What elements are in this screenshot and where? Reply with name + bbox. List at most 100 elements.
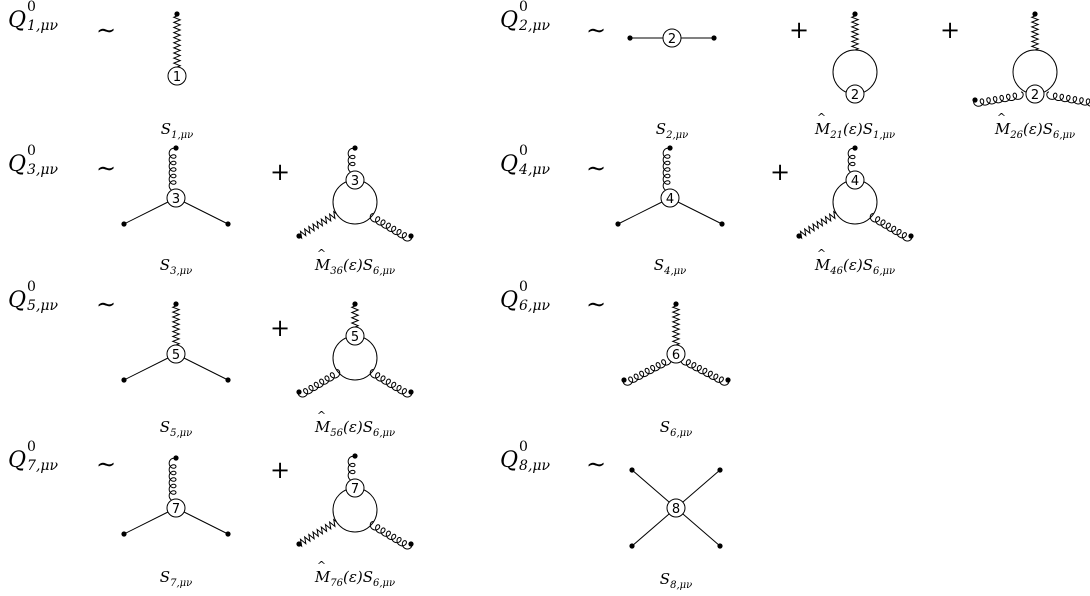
operator-subscript: 8,μν: [519, 458, 551, 474]
external-point: [717, 543, 723, 549]
operator-symbol: Q: [8, 8, 27, 33]
operator-superscript: 0: [519, 439, 528, 455]
gluon-line: [622, 356, 672, 386]
plus-sign: +: [270, 158, 291, 186]
caption-matrix: M: [995, 111, 1010, 138]
external-point: [296, 233, 302, 239]
caption-coefficient: (ε)S: [342, 256, 373, 274]
term-caption: S2,μν: [656, 120, 689, 141]
external-point: [408, 233, 414, 239]
photon-line: [671, 305, 681, 346]
external-point: [173, 145, 179, 151]
vertex-number: 4: [666, 192, 674, 207]
caption-subscript: 5,μν: [170, 428, 193, 439]
caption-subscript: 6,μν: [670, 428, 693, 439]
vertex-number: 1: [173, 70, 181, 85]
fermion-line: [183, 201, 229, 225]
external-point: [173, 455, 179, 461]
term-caption: S7,μν: [159, 568, 192, 589]
caption-matrix-index: 76: [330, 578, 343, 589]
operator-symbol: Q: [8, 152, 27, 177]
vertex-number: 3: [172, 192, 180, 207]
operator-symbol: Q: [8, 288, 27, 313]
term-caption: S5,μν: [160, 418, 193, 439]
vertex-number: 4: [851, 174, 859, 189]
external-point: [225, 531, 231, 537]
operator-symbol: Q: [8, 448, 27, 473]
term-caption: M36(ε)S6,μν: [315, 247, 396, 277]
similar-sign: ∼: [586, 450, 607, 478]
operator-vertex: [345, 326, 365, 346]
term-caption: M21(ε)S1,μν: [815, 111, 896, 141]
operator-vertex: [167, 66, 187, 86]
vertex-number: 5: [172, 348, 180, 363]
photon-line: [850, 15, 860, 51]
term-caption: S1,μν: [160, 120, 194, 141]
gluon-line: [869, 213, 913, 242]
operator-superscript: 0: [519, 0, 528, 15]
operator-superscript: 0: [519, 279, 528, 295]
plus-sign: +: [270, 456, 291, 484]
external-point: [667, 145, 673, 151]
caption-subscript: 6,μν: [373, 266, 396, 277]
external-point: [673, 301, 679, 307]
external-point: [629, 467, 635, 473]
caption-subscript: 3,μν: [170, 266, 193, 277]
external-point: [352, 453, 358, 459]
operator-indices: 0 8,μν: [518, 439, 556, 476]
gluon-line: [369, 213, 413, 242]
gluon-line: [347, 455, 356, 482]
caption-symbol: S: [659, 570, 671, 588]
caption-matrix-index: 46: [830, 266, 843, 277]
caption-subscript: 8,μν: [670, 580, 693, 591]
caption-matrix-index: 36: [330, 266, 343, 277]
operator-vertex: [845, 84, 865, 104]
photon-line: [172, 15, 182, 68]
caption-symbol: S: [659, 418, 671, 436]
caption-matrix-index: 26: [1010, 130, 1023, 141]
external-point: [173, 301, 179, 307]
caption-coefficient: (ε)S: [342, 568, 373, 586]
operator-vertex: [166, 344, 186, 364]
gluon-line: [168, 457, 177, 502]
caption-subscript: 2,μν: [666, 130, 689, 141]
operator-vertex: [845, 170, 865, 190]
external-point: [225, 221, 231, 227]
external-point: [852, 145, 858, 151]
external-point: [615, 221, 621, 227]
term-caption: S8,μν: [659, 570, 693, 591]
gluon-line: [297, 369, 341, 398]
fermion-line: [631, 513, 670, 547]
external-point: [621, 377, 627, 383]
caption-subscript: 1,μν: [873, 130, 896, 141]
operator-symbol: Q: [500, 288, 519, 313]
operator-symbol: Q: [500, 152, 519, 177]
caption-subscript: 6,μν: [1053, 130, 1076, 141]
gluon-line: [662, 147, 671, 192]
fermion-line: [123, 201, 169, 225]
caption-symbol: S: [159, 568, 171, 586]
fermion-line: [617, 201, 663, 225]
operator-subscript: 3,μν: [27, 162, 59, 178]
caption-matrix-index: 21: [830, 130, 843, 141]
external-point: [296, 541, 302, 547]
fermion-line: [631, 469, 670, 503]
caption-subscript: 6,μν: [373, 428, 396, 439]
gluon-line: [973, 91, 1024, 107]
caption-subscript: 1,μν: [171, 130, 194, 141]
caption-symbol: S: [160, 120, 172, 138]
similar-sign: ∼: [586, 290, 607, 318]
external-point: [121, 221, 127, 227]
operator-vertex: [660, 188, 680, 208]
external-point: [908, 233, 914, 239]
operator-indices: 0 6,μν: [518, 279, 556, 316]
caption-coefficient: (ε)S: [1022, 120, 1053, 138]
external-point: [717, 467, 723, 473]
operator-subscript: 6,μν: [519, 298, 551, 314]
